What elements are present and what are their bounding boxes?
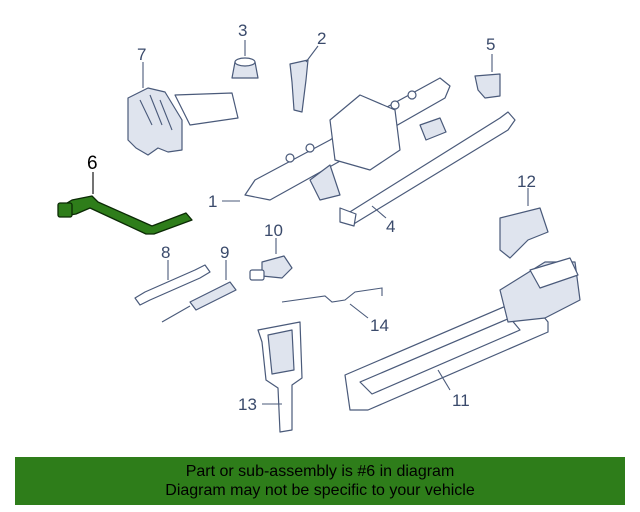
callout-2-leader bbox=[305, 45, 319, 63]
callout-11-leader bbox=[437, 369, 451, 391]
callout-9[interactable]: 9 bbox=[220, 243, 229, 262]
parts-diagram: 7 3 2 5 1 4 6 bbox=[57, 21, 581, 433]
callout-4-leader bbox=[371, 205, 387, 219]
callout-6[interactable]: 6 bbox=[87, 153, 98, 174]
callout-12[interactable]: 12 bbox=[517, 172, 536, 191]
part-12-bracket[interactable] bbox=[499, 207, 549, 259]
callout-10[interactable]: 10 bbox=[264, 221, 283, 240]
callout-14-leader bbox=[349, 303, 369, 319]
part-6-lug-wrench[interactable] bbox=[57, 195, 193, 235]
banner-line-2: Diagram may not be specific to your vehi… bbox=[165, 482, 475, 499]
callout-11[interactable]: 11 bbox=[452, 391, 470, 410]
callout-1[interactable]: 1 bbox=[208, 192, 217, 211]
part-5-clip[interactable] bbox=[474, 73, 501, 99]
callout-4[interactable]: 4 bbox=[386, 217, 395, 236]
callout-14[interactable]: 14 bbox=[370, 316, 389, 335]
part-13-holder[interactable] bbox=[257, 321, 303, 433]
part-3-nut[interactable] bbox=[231, 57, 259, 79]
part-8-spanner[interactable] bbox=[134, 264, 211, 306]
callout-3[interactable]: 3 bbox=[238, 21, 247, 40]
callout-7[interactable]: 7 bbox=[137, 45, 146, 64]
banner-line-1: Part or sub-assembly is #6 in diagram bbox=[185, 463, 455, 480]
part-1-jack[interactable] bbox=[244, 77, 451, 201]
part-11-tool-case[interactable] bbox=[344, 257, 581, 411]
part-2-bracket[interactable] bbox=[289, 59, 309, 113]
part-4-handle[interactable] bbox=[339, 111, 516, 227]
part-10-eye-bolt[interactable] bbox=[249, 255, 293, 281]
part-9-screwdriver[interactable] bbox=[161, 281, 237, 323]
part-7-wheel-chock[interactable] bbox=[127, 87, 239, 156]
callout-8[interactable]: 8 bbox=[161, 243, 170, 262]
info-banner: Part or sub-assembly is #6 in diagram Di… bbox=[15, 457, 625, 505]
callout-2[interactable]: 2 bbox=[317, 29, 326, 48]
callout-5[interactable]: 5 bbox=[486, 35, 495, 54]
part-14-rod[interactable] bbox=[281, 287, 383, 303]
callout-13[interactable]: 13 bbox=[238, 395, 257, 414]
